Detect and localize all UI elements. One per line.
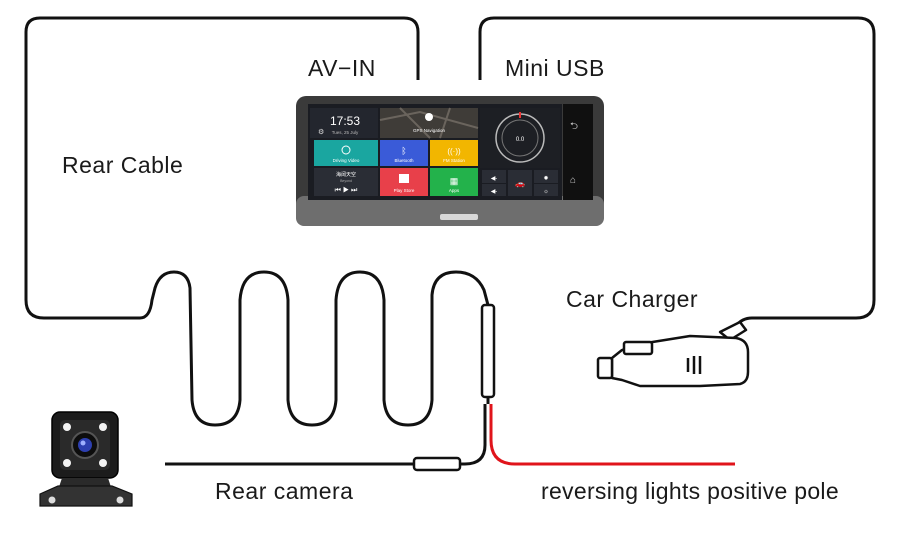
tile-bluetooth [380,140,428,166]
settings-icon: ⚙ [318,128,324,136]
camera-connector [412,456,462,472]
rear-cable-label: Rear Cable [62,152,184,178]
car-charger-plug [596,320,750,388]
brightness-down-icon: ☼ [543,189,549,195]
car-charger-label: Car Charger [566,286,699,312]
tile-music [314,168,378,196]
rear-cable-wire [24,16,490,427]
reversing-lights-label: reversing lights positive pole [541,478,839,504]
camera-lead-wire [460,404,487,466]
music-title: 海阔天空 [336,171,356,178]
tile-fm-label: FM Station [443,158,465,163]
tile-play-label: Play Store [394,188,415,193]
tile-driving-label: Driving Video [333,158,360,163]
screen-speed: 0.0 [516,137,525,143]
car-icon: 🚗 [515,179,525,188]
av-in-label: AV−IN [308,55,376,81]
positive-wire [489,404,735,466]
tile-apps [430,168,478,196]
music-sub: Beyond [340,179,352,183]
tile-apps-label: Apps [449,188,460,193]
rear-camera-label: Rear camera [215,478,354,504]
tile-fm [430,140,478,166]
dash-cam-device: ⮌ ⌂ 17:53 Tues, 25 July ⚙ GPS Navigation… [296,96,604,226]
screen-date: Tues, 25 July [332,130,359,135]
screen-time: 17:53 [330,114,360,128]
back-nav-icon: ⮌ [570,121,578,132]
apps-grid-icon: ▦ [450,176,459,186]
cable-connector-top [480,303,496,399]
store-icon [399,174,409,183]
bluetooth-icon: ᛒ [401,146,406,156]
media-controls-icon: ⏮ ▶ ⏭ [335,186,358,194]
volume-up-icon: ◀- [491,189,498,195]
map-pin-icon [425,113,433,121]
charger-cable-wire [478,16,876,327]
mini-usb-label: Mini USB [505,55,605,81]
home-nav-icon: ⌂ [570,175,576,186]
volume-down-icon: ◀- [491,176,498,182]
radio-icon: ((·)) [447,147,461,156]
camera-icon [341,145,351,155]
tile-bluetooth-label: Bluetooth [394,158,414,163]
brightness-up-icon: ✹ [543,175,548,182]
screen-gps: GPS Navigation [413,128,446,133]
rear-camera-device [39,411,133,507]
tile-driving-video [314,140,378,166]
